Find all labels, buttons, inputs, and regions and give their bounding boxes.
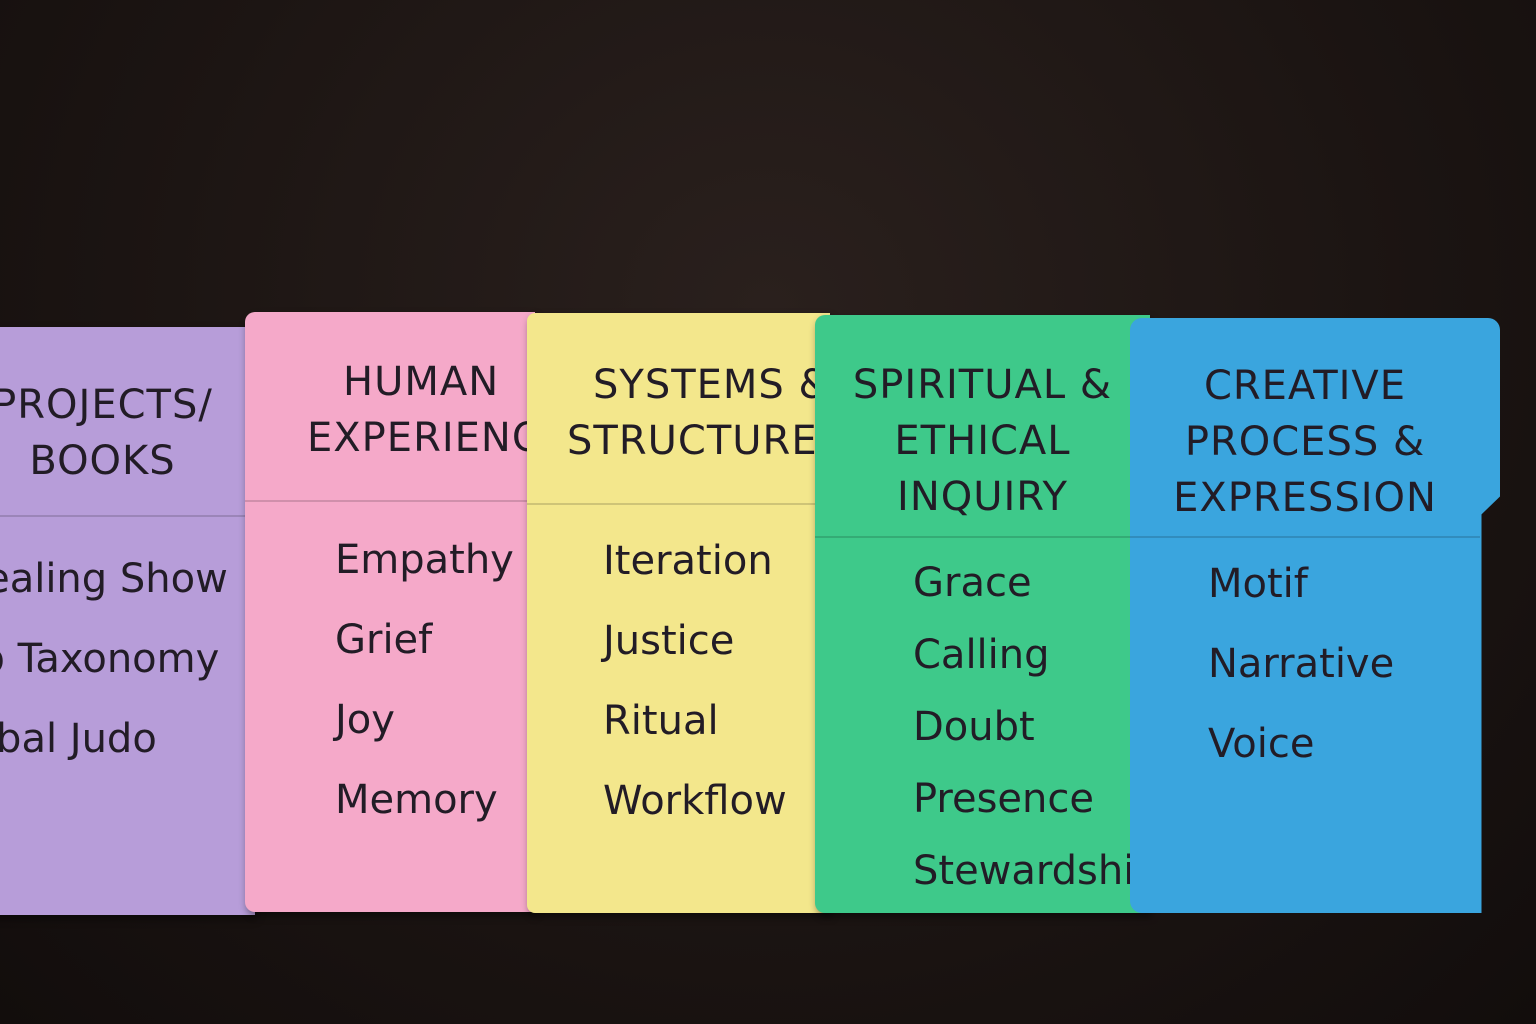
card-title-line: STRUCTURES	[567, 418, 830, 464]
card-creative-process-expression: CREATIVE PROCESS & EXPRESSION Motif Narr…	[1130, 318, 1500, 913]
card-header: SPIRITUAL & ETHICAL INQUIRY	[815, 315, 1150, 538]
card-title-line: SYSTEMS &	[593, 362, 830, 408]
card-title-line: CREATIVE	[1203, 363, 1407, 409]
card-header: CREATIVE PROCESS & EXPRESSION	[1130, 318, 1480, 538]
card-title-line: PROCESS &	[1184, 419, 1426, 465]
card-item: Empathy	[335, 537, 514, 583]
card-title-line: EXPRESSION	[1173, 475, 1437, 521]
card-items: Grace Calling Doubt Presence Stewardship	[815, 547, 1150, 907]
card-spiritual-ethical-inquiry: SPIRITUAL & ETHICAL INQUIRY Grace Callin…	[815, 315, 1150, 913]
card-items: Empathy Grief Joy Memory	[245, 520, 535, 840]
card-item: Ritual	[603, 698, 719, 744]
card-item: Justice	[603, 618, 735, 664]
card-item: Voice	[1208, 721, 1315, 767]
card-title-line: SPIRITUAL &	[852, 362, 1113, 408]
card-header: PROJECTS/ BOOKS	[0, 327, 255, 517]
card-title-line: ETHICAL	[894, 418, 1071, 464]
card-systems-structures: SYSTEMS & STRUCTURES Iteration Justice R…	[527, 313, 830, 913]
card-item: op Taxonomy	[0, 636, 220, 682]
card-item: Presence	[913, 776, 1094, 822]
card-item: Motif	[1208, 561, 1308, 607]
card-title-line: BOOKS	[29, 438, 176, 484]
card-item: Memory	[335, 777, 498, 823]
card-item: Stewardship	[913, 848, 1150, 894]
card-item: Narrative	[1208, 641, 1395, 687]
card-items: Iteration Justice Ritual Workflow	[527, 521, 830, 841]
card-item: Healing Show	[0, 556, 228, 602]
card-items: Healing Show op Taxonomy erbal Judo	[0, 539, 255, 779]
card-item: Grace	[913, 560, 1032, 606]
card-item: Iteration	[603, 538, 773, 584]
card-item: Calling	[913, 632, 1050, 678]
card-item: Joy	[335, 697, 395, 743]
card-title-line: INQUIRY	[897, 474, 1068, 520]
card-item: erbal Judo	[0, 716, 157, 762]
card-title-line: HUMAN	[343, 359, 500, 405]
card-item: Doubt	[913, 704, 1035, 750]
card-items: Motif Narrative Voice	[1130, 544, 1500, 784]
card-item: Grief	[335, 617, 433, 663]
card-header: SYSTEMS & STRUCTURES	[527, 313, 830, 505]
card-projects-books: PROJECTS/ BOOKS Healing Show op Taxonomy…	[0, 327, 255, 915]
card-item: Workflow	[603, 778, 787, 824]
card-title-line: PROJECTS/	[0, 382, 213, 428]
